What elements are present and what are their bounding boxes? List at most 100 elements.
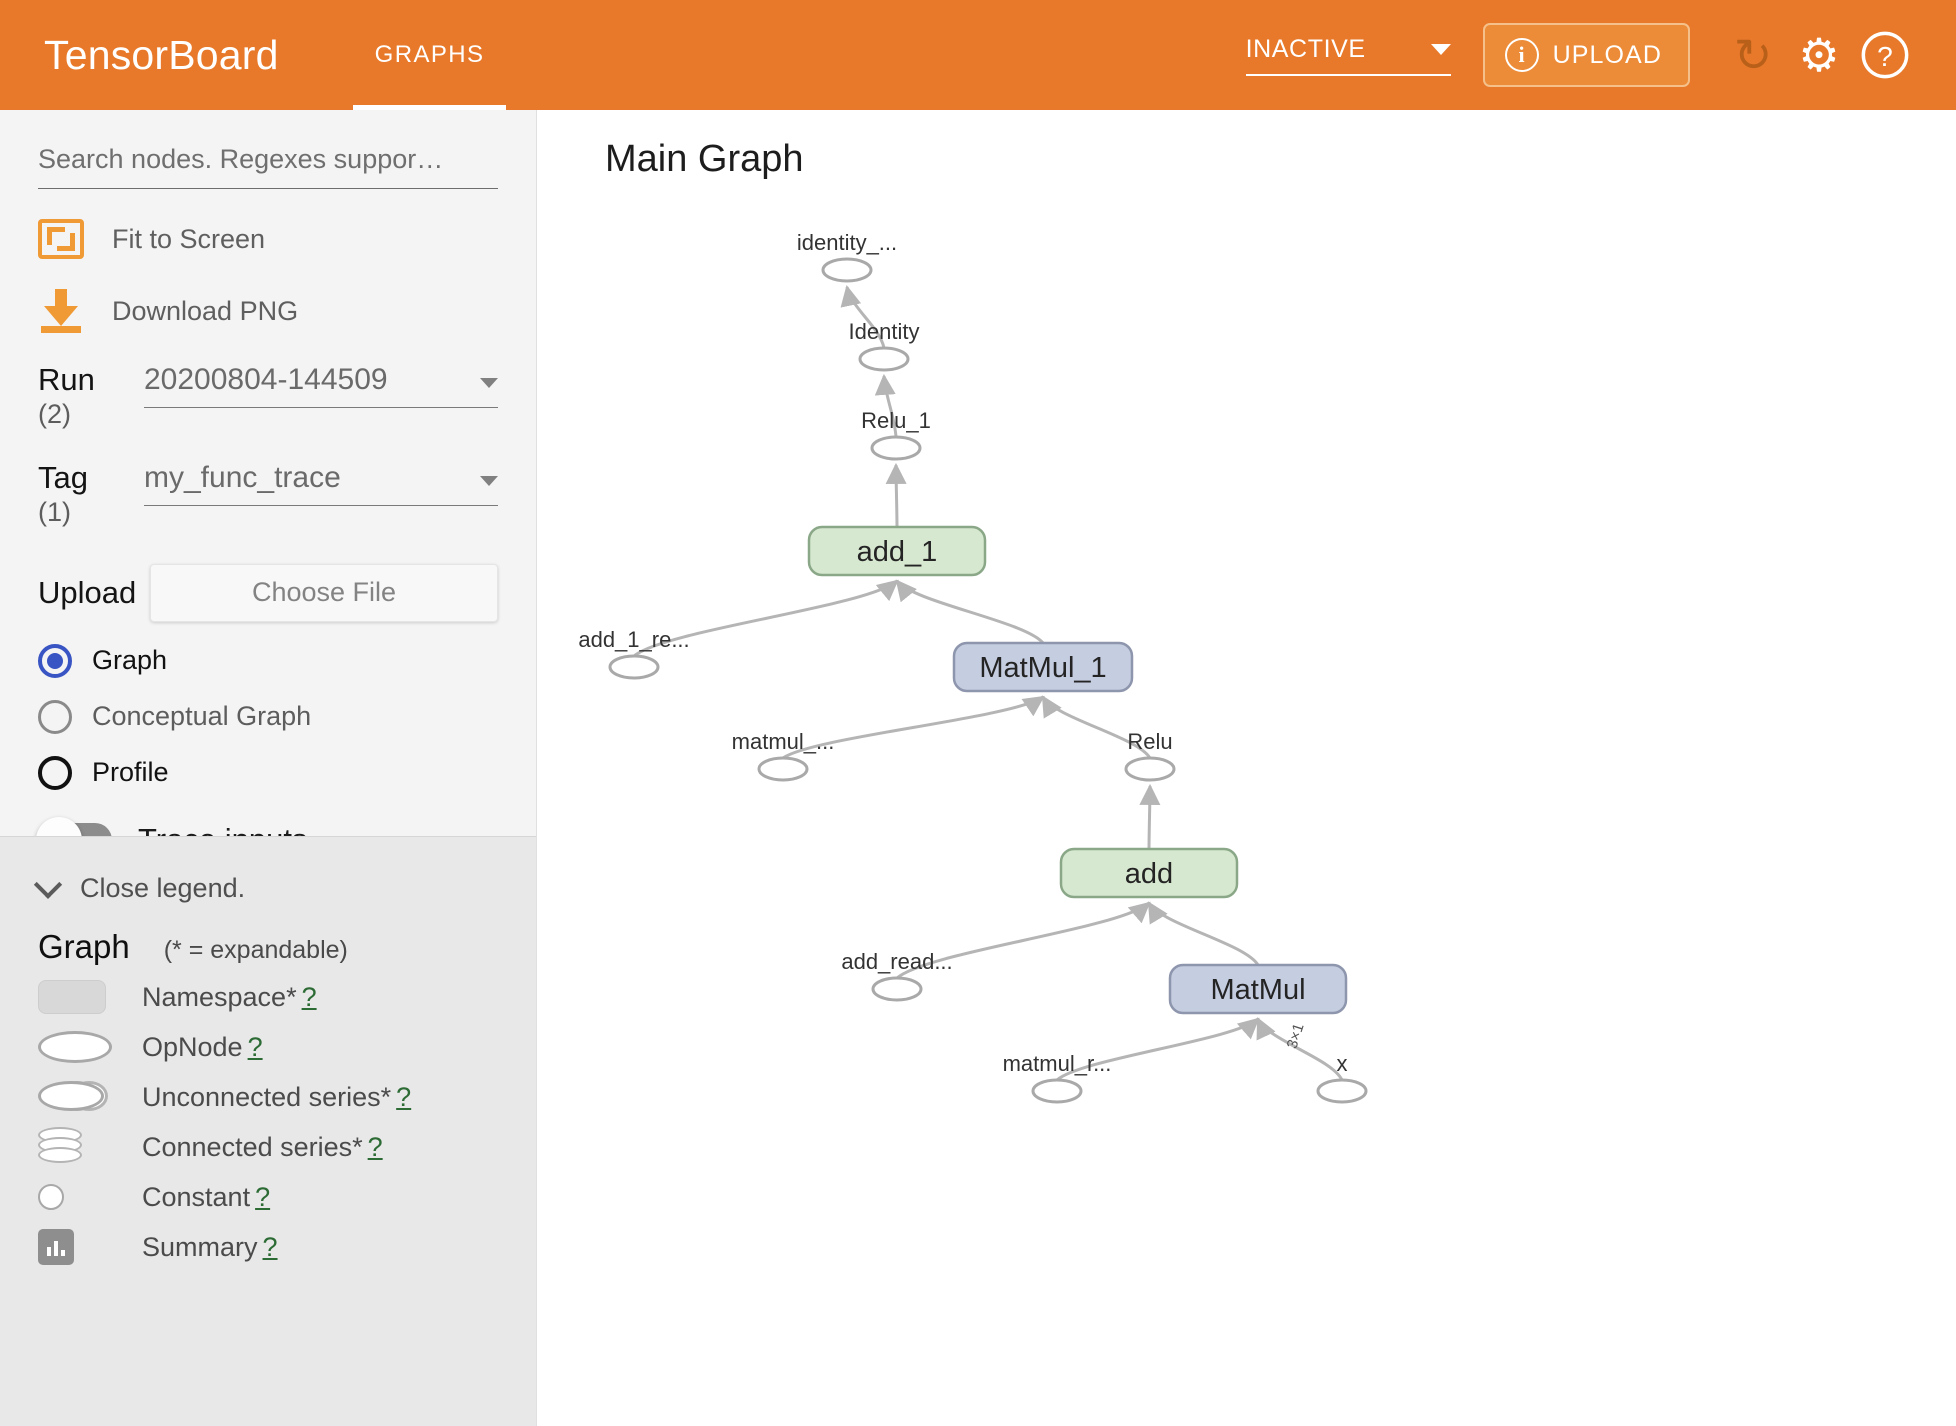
- node-shape: [1059, 847, 1239, 899]
- graph-edge: [895, 579, 1045, 645]
- legend-label-namespace: Namespace*: [142, 981, 297, 1012]
- run-count: (2): [38, 398, 71, 429]
- chevron-down-icon: [1430, 43, 1451, 55]
- refresh-icon[interactable]: ↻: [1733, 29, 1773, 81]
- graph-node-Relu_1[interactable]: Relu_1: [861, 408, 931, 461]
- chevron-down-icon: [480, 476, 498, 487]
- run-state-dropdown[interactable]: INACTIVE: [1245, 35, 1451, 76]
- legend-panel: Close legend. Graph (* = expandable) Nam…: [0, 836, 536, 1426]
- node-shape: [870, 435, 922, 461]
- chevron-down-icon: [480, 378, 498, 388]
- node-shape: [871, 976, 923, 1002]
- graph-edge: [782, 695, 1045, 760]
- radio-graph-label: Graph: [92, 645, 168, 676]
- help-link-connected-series[interactable]: ?: [367, 1131, 383, 1162]
- legend-item-summary: Summary?: [38, 1228, 498, 1266]
- legend-item-namespace: Namespace*?: [38, 978, 498, 1016]
- node-label: matmul_r...: [1003, 1051, 1112, 1076]
- graph-node-add[interactable]: add: [1059, 847, 1239, 899]
- search-input[interactable]: Search nodes. Regexes suppor…: [38, 144, 498, 189]
- graph-edge: [1147, 901, 1260, 966]
- legend-hint: (* = expandable): [163, 936, 348, 964]
- legend-item-constant: Constant?: [38, 1178, 498, 1216]
- radio-profile-indicator: [38, 755, 72, 790]
- radio-graph[interactable]: Graph: [38, 643, 498, 678]
- graph-node-matmul_read1[interactable]: matmul_...: [732, 729, 835, 782]
- upload-button[interactable]: i UPLOAD: [1482, 23, 1690, 87]
- graph-node-x[interactable]: x: [1316, 1051, 1368, 1104]
- graph-edge: [633, 579, 899, 658]
- node-label: add_1: [857, 536, 938, 568]
- tag-count: (1): [38, 497, 71, 528]
- help-link-constant[interactable]: ?: [255, 1181, 271, 1212]
- graph-node-Relu[interactable]: Relu: [1124, 729, 1176, 782]
- help-link-opnode[interactable]: ?: [247, 1031, 263, 1062]
- help-icon[interactable]: ?: [1856, 26, 1914, 84]
- legend-label-constant: Constant: [142, 1181, 251, 1212]
- legend-label-opnode: OpNode: [142, 1031, 243, 1062]
- fit-to-screen-button[interactable]: Fit to Screen: [38, 219, 498, 259]
- node-label: Relu: [1127, 729, 1172, 754]
- graph-node-MatMul[interactable]: MatMul: [1168, 963, 1348, 1015]
- graph-edge: [1041, 695, 1152, 759]
- radio-conceptual-graph-label: Conceptual Graph: [92, 701, 312, 732]
- help-link-unconnected-series[interactable]: ?: [396, 1081, 412, 1112]
- radio-profile[interactable]: Profile: [38, 755, 498, 790]
- legend-heading-row: Graph (* = expandable): [38, 928, 498, 966]
- connected-series-icon: [38, 1127, 84, 1167]
- graph-node-add_1[interactable]: add_1: [807, 525, 987, 577]
- graph-edge: [896, 901, 1151, 980]
- graph-node-matmul_read[interactable]: matmul_r...: [1003, 1051, 1112, 1104]
- graph-node-identity_out[interactable]: identity_...: [797, 230, 897, 283]
- upload-label: Upload: [38, 574, 137, 610]
- svg-text:?: ?: [1877, 41, 1893, 72]
- graph-node-add_1_read[interactable]: add_1_re...: [578, 627, 690, 680]
- legend-label-unconnected-series: Unconnected series*: [142, 1081, 392, 1112]
- tag-value: my_func_trace: [144, 461, 341, 495]
- search-placeholder: Search nodes. Regexes suppor…: [38, 144, 444, 174]
- node-label: MatMul_1: [979, 652, 1106, 684]
- graph-edge: [874, 373, 898, 438]
- node-shape: [1124, 756, 1176, 782]
- tab-graphs[interactable]: GRAPHS: [352, 0, 507, 110]
- fit-to-screen-label: Fit to Screen: [112, 223, 266, 254]
- graph-node-MatMul_1[interactable]: MatMul_1: [952, 641, 1134, 693]
- node-shape: [807, 525, 987, 577]
- node-shape: [821, 257, 873, 283]
- radio-graph-indicator: [38, 643, 72, 678]
- node-shape: [608, 654, 660, 680]
- close-legend-button[interactable]: Close legend.: [33, 870, 498, 904]
- node-shape: [1168, 963, 1348, 1015]
- node-label: matmul_...: [732, 729, 835, 754]
- graph-edge: [840, 284, 886, 349]
- download-png-button[interactable]: Download PNG: [38, 289, 498, 333]
- node-shape: [1031, 1078, 1083, 1104]
- info-circle-icon: i: [1504, 38, 1539, 72]
- legend-label-summary: Summary: [142, 1231, 258, 1262]
- unconnected-series-icon: [38, 1080, 134, 1114]
- run-value: 20200804-144509: [144, 363, 388, 396]
- tag-field: Tag (1) my_func_trace: [38, 461, 498, 529]
- graph-edge: [1056, 1017, 1260, 1082]
- radio-conceptual-graph[interactable]: Conceptual Graph: [38, 699, 498, 734]
- node-shape: [858, 346, 910, 372]
- help-link-summary[interactable]: ?: [262, 1231, 278, 1262]
- node-label: MatMul: [1210, 974, 1305, 1006]
- header-actions: INACTIVE i UPLOAD ↻ ⚙ ?: [1245, 23, 1914, 87]
- graph-edges: 3×1: [633, 284, 1344, 1082]
- help-link-namespace[interactable]: ?: [301, 981, 317, 1012]
- tag-dropdown[interactable]: my_func_trace: [144, 461, 498, 507]
- legend-item-connected-series: Connected series*?: [38, 1127, 498, 1167]
- legend-item-opnode: OpNode?: [38, 1028, 498, 1066]
- choose-file-button[interactable]: Choose File: [150, 563, 498, 622]
- graph-node-Identity[interactable]: Identity: [849, 319, 920, 372]
- page-title: Main Graph: [605, 138, 804, 180]
- node-label: x: [1337, 1051, 1348, 1076]
- gear-icon[interactable]: ⚙: [1798, 29, 1840, 81]
- graph-node-add_read[interactable]: add_read...: [841, 949, 953, 1002]
- run-dropdown[interactable]: 20200804-144509: [144, 363, 498, 408]
- upload-field: Upload Choose File: [38, 563, 498, 622]
- node-label: add: [1125, 858, 1173, 890]
